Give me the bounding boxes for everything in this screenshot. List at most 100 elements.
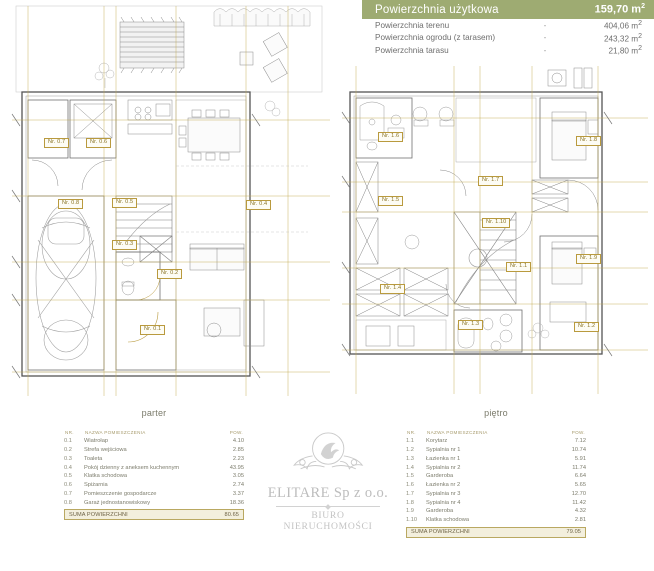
cell-area: 7.12 [574, 438, 586, 445]
cell-area: 10.74 [571, 447, 586, 454]
cell-nr: 0.1 [64, 438, 72, 445]
cell-name: Klatka schodowa [426, 517, 469, 524]
table-row: 0.5 Klatka schodowa 3.05 [64, 472, 244, 481]
table-row: 1.4 Sypialnia nr 2 11.74 [406, 463, 586, 472]
room-tag-1-8: Nr. 1.8 [576, 136, 602, 146]
room-tag-0-2: Nr. 0.2 [157, 269, 183, 279]
cell-name: Sypialnia nr 3 [426, 490, 461, 497]
table-row: 1.2 Sypialnia nr 1 10.74 [406, 446, 586, 455]
table-row: 1.6 Łazienka nr 2 5.65 [406, 481, 586, 490]
cell-name: Strefa wejściowa [84, 447, 127, 454]
cell-nr: 0.3 [64, 455, 72, 462]
cell-area: 4.32 [574, 508, 586, 515]
table-row: 1.10 Klatka schodowa 2.81 [406, 516, 586, 525]
summary-title-band: Powierzchnia użytkowa 159,70 m2 [362, 0, 654, 19]
cell-nr: 1.6 [406, 482, 414, 489]
summary-rows: Powierzchnia terenu - 404,06 m2 Powierzc… [362, 19, 654, 57]
cell-area: 12.70 [571, 490, 586, 497]
cell-nr: 0.7 [64, 490, 72, 497]
cell-nr: 1.1 [406, 438, 414, 445]
cell-area: 18.36 [229, 499, 244, 506]
room-tag-1-10: Nr. 1.10 [482, 218, 511, 228]
cell-area: 11.42 [572, 499, 586, 506]
table-row: 0.7 Pomieszczenie gospodarcze 3.37 [64, 490, 244, 499]
cell-name: Klatka schodowa [84, 473, 127, 480]
table-row: 0.6 Spiżarnia 2.74 [64, 481, 244, 490]
heraldic-crest-icon [292, 432, 364, 470]
cell-name: Toaleta [84, 455, 103, 462]
room-tag-1-3: Nr. 1.3 [458, 320, 484, 330]
header-nr: NR. [407, 430, 416, 435]
cell-area: 6.64 [574, 473, 586, 480]
agency-logo: ELITARE Sp z o.o. BIURO NIERUCHOMOŚCI [266, 432, 390, 540]
cell-area: 2.74 [232, 482, 244, 489]
sum-value: 80.65 [224, 511, 239, 518]
table-row: 1.3 Łazienka nr 1 5.91 [406, 455, 586, 464]
cell-name: Sypialnia nr 4 [426, 499, 461, 506]
cell-name: Sypialnia nr 1 [426, 447, 461, 454]
header-area: POW. [571, 430, 585, 435]
room-tag-0-8: Nr. 0.8 [58, 199, 84, 209]
room-tag-0-6: Nr. 0.6 [86, 138, 112, 148]
sum-label: SUMA POWIERZCHNI [411, 529, 470, 536]
cell-nr: 0.5 [64, 473, 72, 480]
cell-nr: 0.6 [64, 482, 72, 489]
schedule-table-ground: NR. NAZWA POMIESZCZENIA POW. 0.1 Wiatroł… [64, 429, 244, 507]
room-tag-1-2: Nr. 1.2 [574, 322, 600, 332]
cell-name: Łazienka nr 2 [426, 482, 461, 489]
cell-nr: 1.9 [406, 508, 414, 515]
cell-area: 2.81 [574, 517, 586, 524]
summary-row-value: 21,80 m2 [608, 45, 643, 56]
cell-name: Pokój dzienny z aneksem kuchennym [84, 464, 180, 471]
schedule-sum-ground: SUMA POWIERZCHNI 80.65 [64, 509, 244, 521]
room-tag-1-4: Nr. 1.4 [380, 284, 406, 294]
cell-name: Garaż jednostanowiskowy [84, 499, 151, 506]
area-summary-panel: Powierzchnia użytkowa 159,70 m2 Powierzc… [362, 0, 654, 62]
room-tag-1-6: Nr. 1.6 [378, 132, 404, 142]
room-tag-0-3: Nr. 0.3 [112, 240, 138, 250]
table-row: 0.1 Wiatrołap 4.10 [64, 437, 244, 446]
summary-row-label: Powierzchnia tarasu [375, 45, 449, 55]
table-row: 1.8 Sypialnia nr 4 11.42 [406, 498, 586, 507]
summary-row-label: Powierzchnia terenu [375, 20, 450, 30]
sum-value: 79.05 [566, 529, 581, 536]
table-header-row: NR. NAZWA POMIESZCZENIA POW. [406, 429, 586, 437]
cell-nr: 0.2 [64, 447, 72, 454]
room-tag-0-5: Nr. 0.5 [112, 198, 138, 208]
cell-area: 43.95 [229, 464, 244, 471]
room-tag-0-4: Nr. 0.4 [246, 200, 272, 210]
summary-row-label: Powierzchnia ogrodu (z tarasem) [375, 33, 496, 43]
summary-row: Powierzchnia terenu - 404,06 m2 [362, 19, 654, 32]
header-nr: NR. [65, 430, 74, 435]
cell-nr: 1.10 [406, 517, 418, 524]
table-row: 1.1 Korytarz 7.12 [406, 437, 586, 446]
schedule-caption-ground: parter [141, 408, 167, 418]
room-tag-0-1: Nr. 0.1 [140, 325, 166, 335]
cell-area: 3.37 [232, 490, 244, 497]
room-schedule-ground: parter NR. NAZWA POMIESZCZENIA POW. 0.1 … [64, 408, 244, 521]
room-tag-1-1: Nr. 1.1 [506, 262, 532, 272]
room-schedule-upper: piętro NR. NAZWA POMIESZCZENIA POW. 1.1 … [406, 408, 586, 538]
header-name: NAZWA POMIESZCZENIA [427, 430, 488, 435]
schedule-sum-upper: SUMA POWIERZCHNI 79.05 [406, 526, 586, 538]
cell-name: Sypialnia nr 2 [426, 464, 461, 471]
cell-nr: 1.7 [406, 490, 414, 497]
cell-name: Garderoba [426, 508, 454, 515]
logo-divider [276, 506, 380, 507]
room-tag-1-5: Nr. 1.5 [378, 196, 404, 206]
header-area: POW. [229, 430, 243, 435]
table-row: 0.4 Pokój dzienny z aneksem kuchennym 43… [64, 463, 244, 472]
cell-nr: 1.8 [406, 499, 414, 506]
table-header-row: NR. NAZWA POMIESZCZENIA POW. [64, 429, 244, 437]
header-name: NAZWA POMIESZCZENIA [85, 430, 146, 435]
schedule-caption-upper: piętro [484, 408, 508, 418]
summary-row-value: 243,32 m2 [603, 32, 642, 44]
cell-area: 2.23 [232, 455, 244, 462]
room-tag-1-9: Nr. 1.9 [576, 254, 602, 264]
summary-row: Powierzchnia tarasu - 21,80 m2 [362, 44, 654, 57]
cell-name: Korytarz [426, 438, 448, 445]
cell-nr: 1.5 [406, 473, 414, 480]
summary-total-area: 159,70 m2 [594, 3, 645, 16]
cell-nr: 1.4 [406, 464, 414, 471]
cell-name: Pomieszczenie gospodarcze [84, 490, 157, 497]
